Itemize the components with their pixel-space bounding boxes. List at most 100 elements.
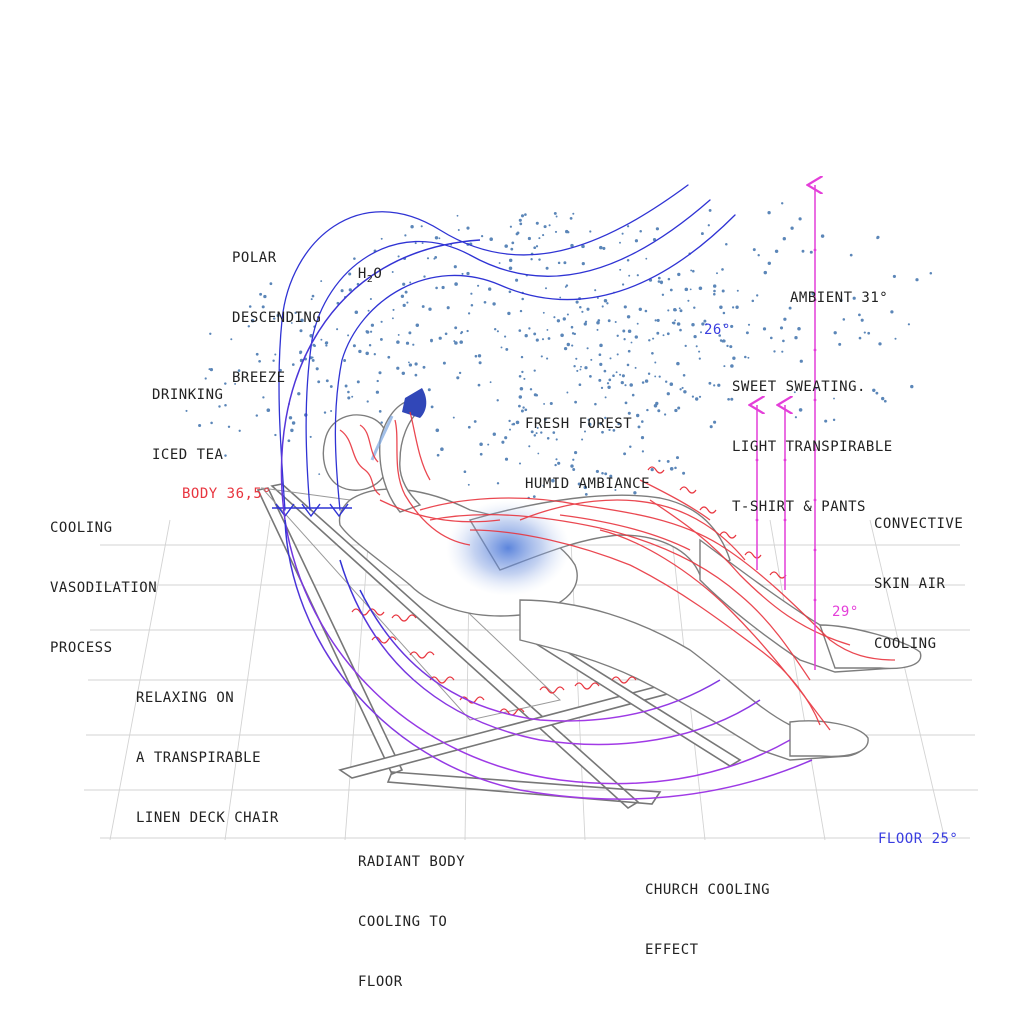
droplet: [320, 280, 323, 283]
droplet: [665, 380, 668, 383]
cooling-spot: [446, 500, 570, 596]
droplet: [430, 338, 433, 342]
droplet: [530, 430, 534, 434]
droplet: [452, 416, 455, 419]
droplet: [230, 338, 233, 341]
droplet: [858, 336, 862, 340]
droplet: [479, 452, 483, 456]
droplet: [263, 294, 267, 299]
droplet: [501, 440, 505, 444]
droplet: [579, 368, 582, 371]
droplet: [852, 296, 856, 300]
droplet: [684, 287, 689, 292]
droplet: [421, 305, 425, 308]
droplet: [560, 333, 564, 338]
droplet: [681, 386, 684, 389]
droplet: [533, 434, 537, 437]
droplet: [489, 237, 493, 241]
droplet: [408, 331, 412, 335]
droplet: [628, 274, 631, 277]
droplet: [311, 358, 315, 362]
droplet: [574, 400, 577, 404]
droplet: [237, 369, 241, 372]
droplet: [878, 342, 882, 346]
droplet: [518, 374, 522, 378]
droplet: [607, 385, 611, 390]
droplet: [444, 332, 448, 336]
droplet: [562, 317, 566, 321]
droplet: [533, 369, 536, 372]
droplet: [581, 261, 585, 266]
droplet: [636, 274, 639, 277]
droplet: [774, 249, 779, 254]
droplet: [644, 379, 649, 383]
droplet: [669, 382, 674, 386]
droplet: [255, 352, 259, 356]
droplet: [538, 237, 541, 240]
droplet: [467, 425, 471, 429]
droplet: [624, 384, 627, 387]
droplet: [875, 391, 879, 395]
droplet: [612, 429, 616, 432]
droplet: [535, 245, 539, 248]
droplet: [545, 266, 549, 270]
droplet: [520, 409, 524, 413]
droplet: [572, 458, 575, 461]
droplet: [528, 327, 531, 330]
droplet: [894, 337, 897, 340]
droplet: [380, 237, 383, 240]
droplet: [641, 450, 645, 453]
droplet: [404, 234, 407, 237]
droplet: [747, 323, 751, 326]
droplet: [606, 382, 610, 385]
droplet: [272, 317, 276, 320]
label-temp-29: 29°: [832, 604, 859, 620]
droplet: [535, 394, 539, 397]
droplet: [677, 272, 681, 277]
droplet: [323, 411, 327, 414]
droplet: [626, 315, 631, 319]
droplet: [586, 307, 590, 311]
droplet: [584, 366, 588, 370]
droplet: [315, 367, 319, 371]
droplet: [575, 300, 579, 304]
droplet: [504, 335, 507, 338]
droplet: [584, 320, 588, 323]
droplet: [727, 397, 730, 401]
droplet: [370, 330, 373, 333]
droplet: [729, 345, 733, 349]
droplet: [536, 426, 539, 429]
droplet: [608, 378, 612, 382]
droplet: [794, 336, 798, 340]
droplet: [633, 491, 637, 495]
droplet: [849, 253, 853, 257]
droplet: [535, 432, 538, 435]
droplet: [379, 337, 383, 341]
label-relaxing: RELAXING ON A TRANSPIRABLE LINEN DECK CH…: [136, 690, 279, 826]
droplet: [600, 386, 604, 390]
droplet: [637, 425, 641, 429]
droplet: [262, 396, 265, 399]
droplet: [689, 288, 692, 291]
blood-vessels: [339, 411, 896, 731]
droplet: [466, 329, 469, 333]
label-church-cooling: CHURCH COOLING EFFECT: [645, 882, 771, 958]
droplet: [590, 358, 593, 361]
droplet: [584, 493, 588, 496]
droplet: [570, 243, 574, 248]
droplet: [546, 437, 550, 440]
droplet: [325, 344, 328, 347]
droplet: [566, 313, 569, 316]
droplet: [522, 406, 525, 409]
droplet: [657, 280, 661, 283]
droplet: [470, 292, 473, 295]
droplet: [519, 309, 523, 313]
droplet: [557, 261, 561, 265]
droplet: [890, 310, 894, 314]
droplet: [479, 442, 483, 447]
droplet: [530, 258, 533, 261]
droplet: [646, 408, 649, 412]
droplet: [730, 364, 734, 368]
droplet: [617, 422, 621, 426]
droplet: [358, 349, 362, 354]
